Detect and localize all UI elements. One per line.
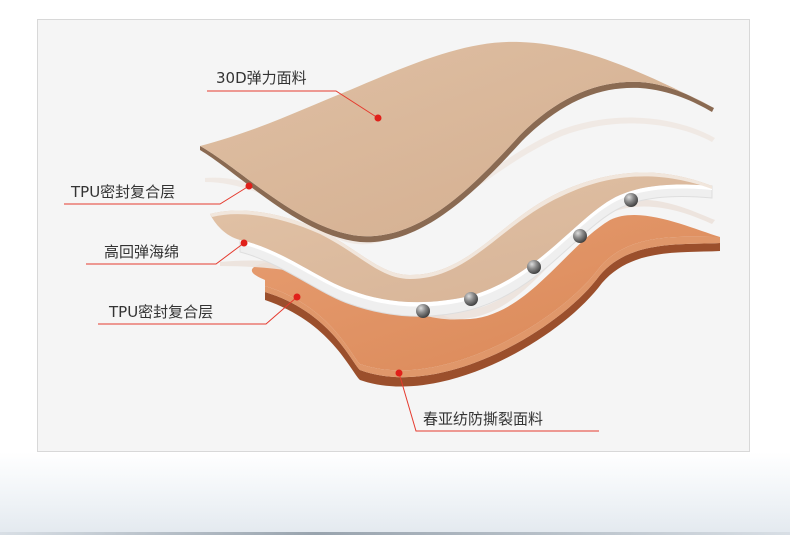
- callout-upper-tpu: TPU密封复合层: [64, 182, 253, 205]
- callout-top-fabric: 30D弹力面料: [207, 69, 382, 122]
- foam-ball: [573, 229, 587, 243]
- marker-dot: [395, 369, 403, 377]
- leader-line: [398, 372, 599, 432]
- foam-ball: [527, 260, 541, 274]
- label-lower-tpu: TPU密封复合层: [108, 303, 213, 321]
- leader-line: [86, 242, 245, 265]
- layer-middle-fabric: [210, 172, 712, 303]
- label-top-fabric: 30D弹力面料: [216, 69, 307, 87]
- callout-foam: 高回弹海绵: [86, 239, 248, 265]
- layer-bottom-fabric: [251, 215, 721, 387]
- marker-dot: [240, 239, 248, 247]
- page-bottom-gradient: [0, 452, 790, 535]
- foam-balls: [416, 193, 638, 318]
- label-bottom-fabric: 春亚纺防撕裂面料: [423, 410, 543, 428]
- callout-lower-tpu: TPU密封复合层: [98, 293, 301, 325]
- layer-top-fabric: [200, 41, 714, 243]
- leader-line: [207, 90, 379, 119]
- foam-ball: [416, 304, 430, 318]
- marker-dot: [293, 293, 301, 301]
- leader-line: [98, 296, 298, 325]
- marker-dot: [245, 182, 253, 190]
- callout-bottom-fabric: 春亚纺防撕裂面料: [395, 369, 599, 432]
- label-foam: 高回弹海绵: [104, 243, 179, 261]
- label-upper-tpu: TPU密封复合层: [70, 183, 175, 201]
- foam-ball: [624, 193, 638, 207]
- leader-line: [64, 185, 250, 205]
- foam-ball: [464, 292, 478, 306]
- marker-dot: [374, 114, 382, 122]
